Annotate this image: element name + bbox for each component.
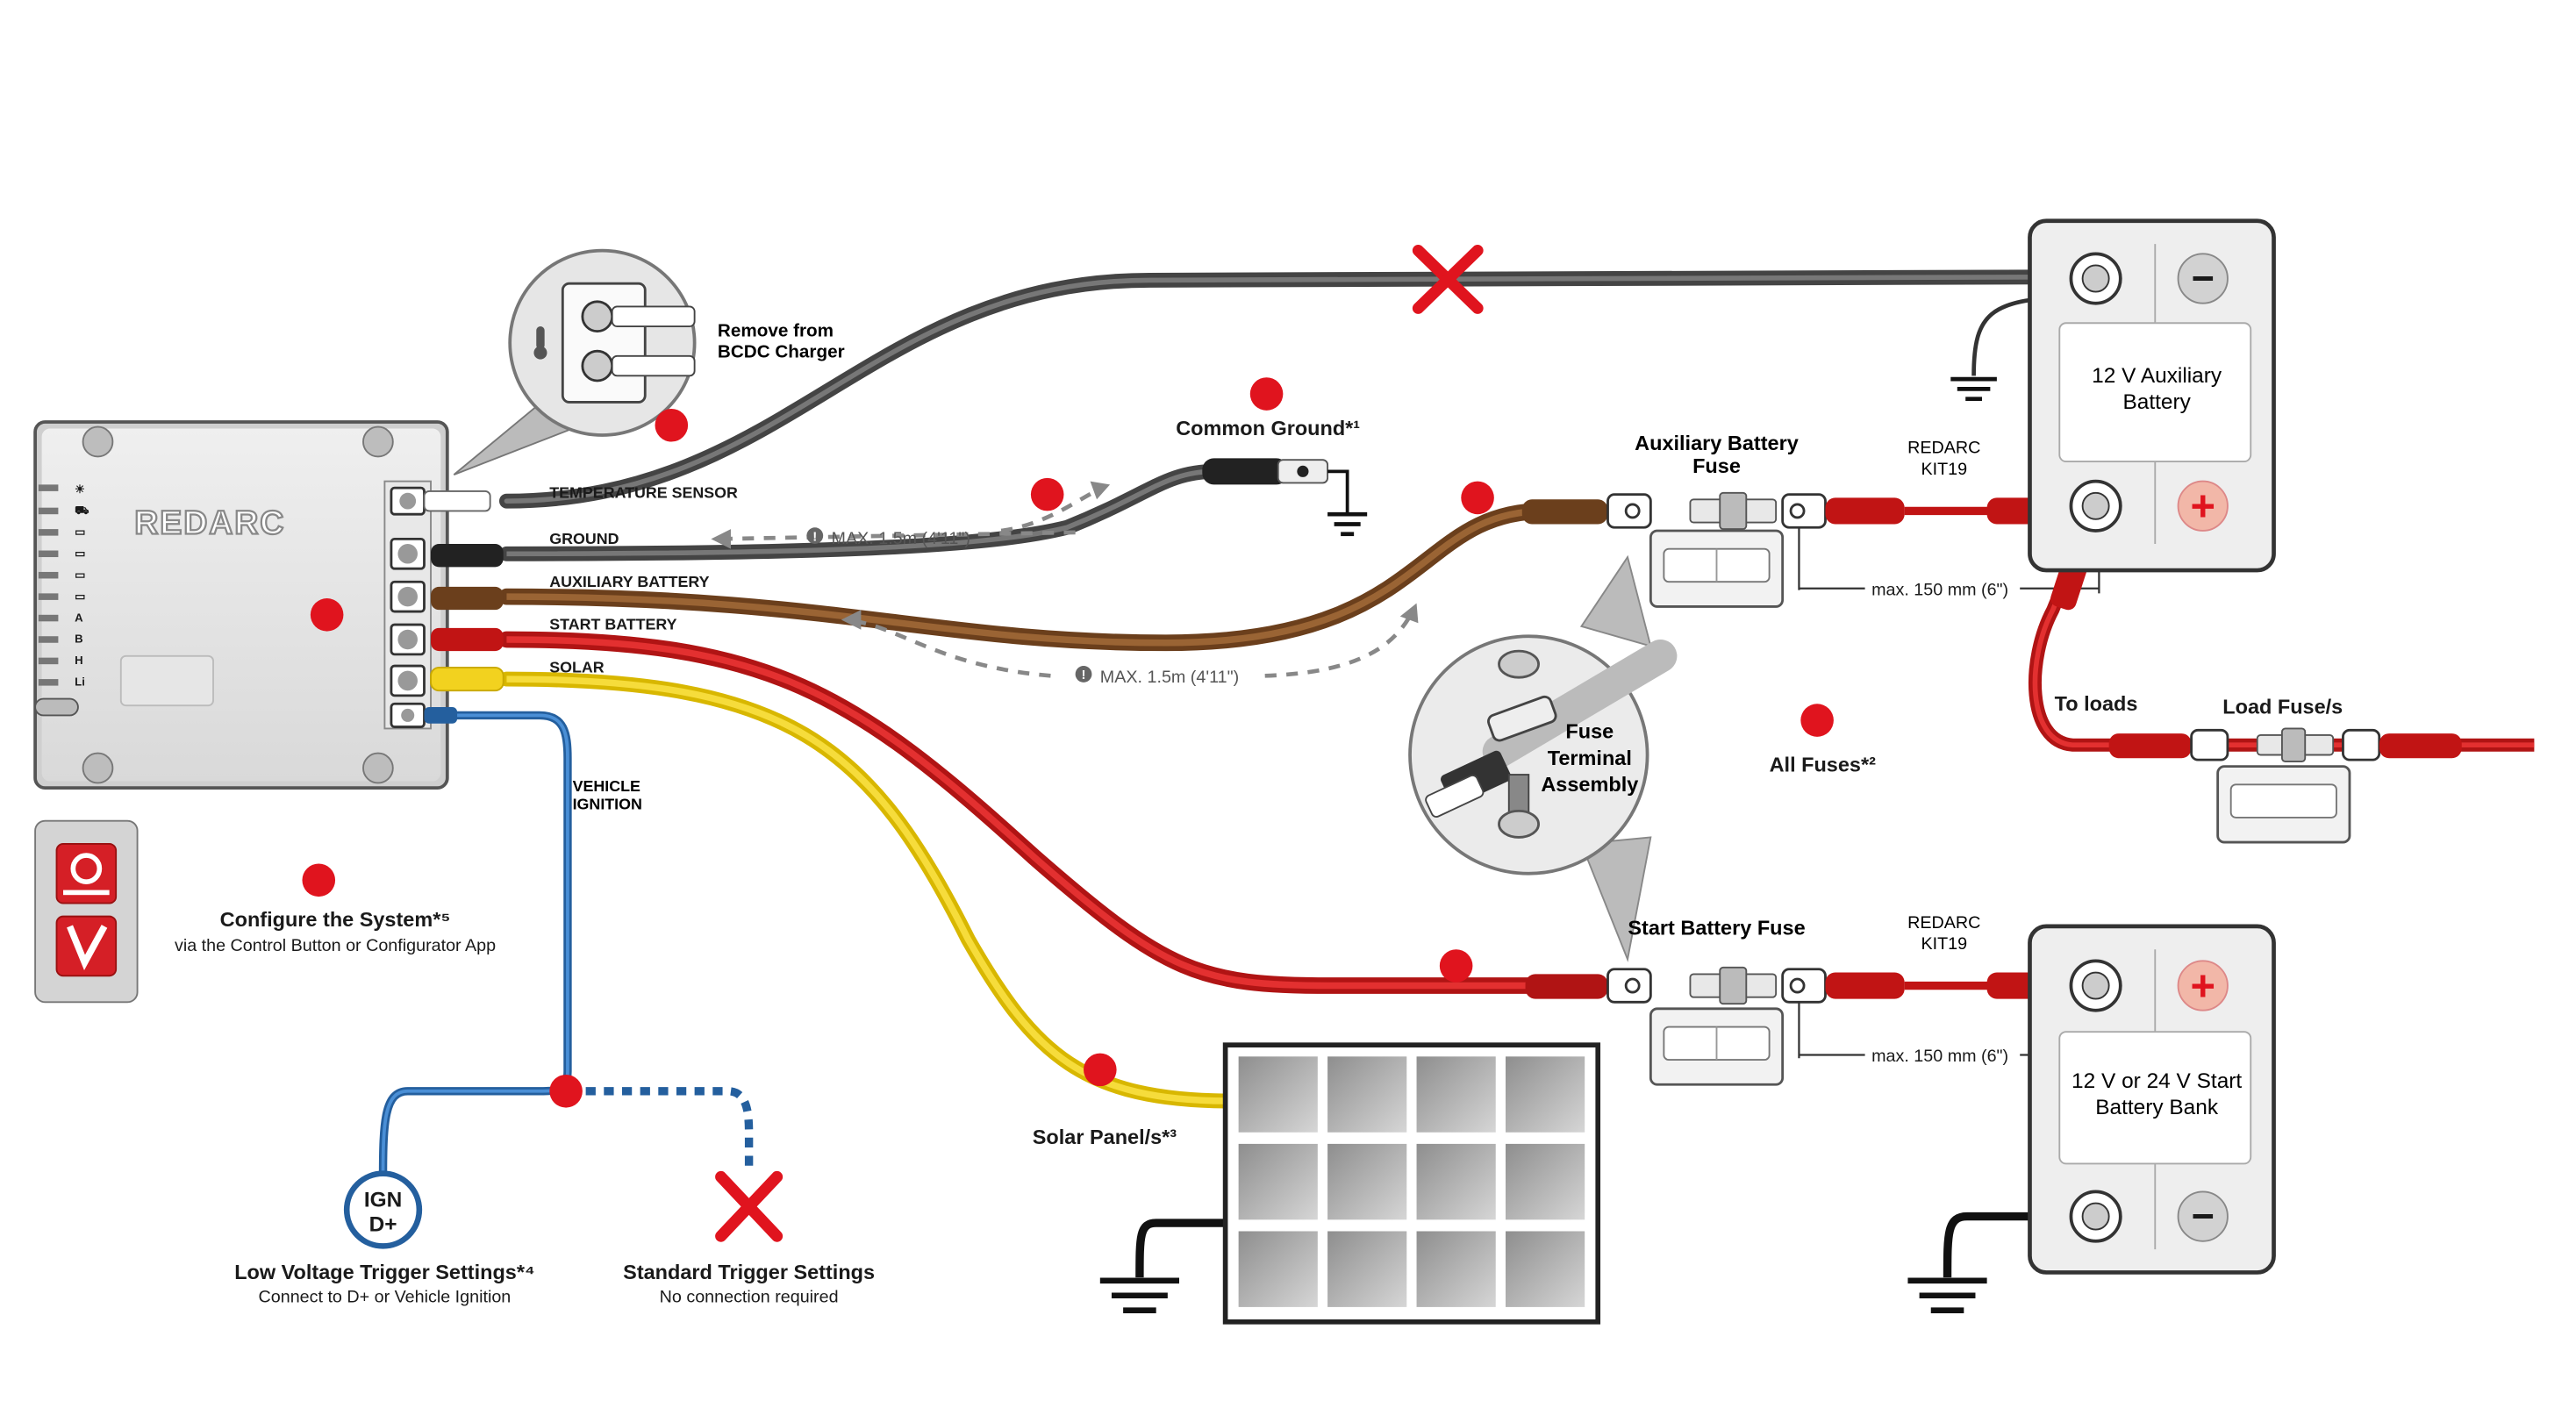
- start-battery: + −: [2028, 924, 2276, 1275]
- aux-fuse-circuit: [1606, 491, 2073, 531]
- fuse-assembly-callout: [1408, 554, 1678, 962]
- max-150-bottom: max. 150 mm (6"): [1871, 1047, 2008, 1066]
- low-voltage-title: Low Voltage Trigger Settings*⁴: [234, 1261, 534, 1283]
- solar-wire: [498, 671, 1240, 1109]
- wire-label-solar: SOLAR: [549, 659, 605, 676]
- aux-positive-terminal: [2177, 480, 2229, 532]
- aux-fuse-label: Auxiliary Battery Fuse: [1635, 432, 1799, 478]
- marker-dot[interactable]: [310, 598, 344, 632]
- aux-fuse-holder: [1649, 529, 1785, 608]
- start-positive-terminal: [2177, 960, 2229, 1011]
- start-fuse-label: Start Battery Fuse: [1628, 916, 1806, 940]
- led-label: ⛟: [75, 504, 89, 517]
- led-label: ☀: [75, 482, 85, 496]
- svg-text:+: +: [2190, 962, 2215, 1010]
- aux-negative-terminal: [2177, 253, 2229, 304]
- start-negative-terminal: [2177, 1190, 2229, 1242]
- marker-dot[interactable]: [655, 408, 689, 442]
- svg-text:MAX. 1.5m (4'11"): MAX. 1.5m (4'11"): [832, 529, 970, 548]
- led-label: Li: [75, 675, 85, 689]
- led-label: H: [75, 654, 83, 667]
- wire-label-start: START BATTERY: [549, 616, 676, 633]
- svg-text:D+: D+: [369, 1212, 397, 1236]
- wire-label-ignition: VEHICLE IGNITION: [572, 777, 642, 815]
- svg-text:−: −: [2192, 256, 2215, 301]
- led-label: B: [75, 633, 83, 646]
- app-panel: [34, 819, 139, 1004]
- low-voltage-subtitle: Connect to D+ or Vehicle Ignition: [259, 1287, 512, 1306]
- start-fuse-holder: [1649, 1007, 1785, 1086]
- svg-text:!: !: [812, 529, 817, 544]
- aux-battery: − +: [2028, 218, 2276, 573]
- marker-dot[interactable]: [302, 863, 336, 897]
- to-loads-label: To loads: [2055, 692, 2138, 715]
- standard-title: Standard Trigger Settings: [623, 1261, 875, 1283]
- common-ground-label: Common Ground*¹: [1176, 417, 1360, 440]
- control-button[interactable]: [34, 697, 79, 717]
- wire-label-temperature: TEMPERATURE SENSOR: [549, 483, 738, 501]
- temperature-icon: [536, 326, 545, 350]
- all-fuses-label: All Fuses*²: [1770, 753, 1876, 776]
- marker-dot[interactable]: [549, 1074, 583, 1108]
- cross-icon: [715, 1170, 784, 1242]
- load-fuse-circuit: [2108, 727, 2462, 844]
- aux-battery-label: 12 V Auxiliary Battery: [2092, 362, 2222, 414]
- marker-dot[interactable]: [1084, 1053, 1117, 1087]
- bcdc-charger: REDARC ☀ ⛟ ▭ ▭ ▭ ▭ A B H Li: [33, 420, 504, 790]
- start-battery-label: 12 V or 24 V Start Battery Bank: [2072, 1068, 2243, 1119]
- marker-dot[interactable]: [1030, 477, 1064, 511]
- charger-brand: REDARC: [134, 504, 285, 541]
- svg-text:IGN: IGN: [364, 1188, 402, 1212]
- cross-icon: [1412, 245, 1484, 314]
- max-150-top: max. 150 mm (6"): [1871, 580, 2008, 599]
- kit-label-bottom: REDARC KIT19: [1907, 912, 1981, 954]
- charger-led-strip: ☀ ⛟ ▭ ▭ ▭ ▭ A B H Li: [38, 482, 89, 689]
- svg-text:−: −: [2192, 1194, 2215, 1239]
- ign-terminal: IGN D+: [343, 1170, 423, 1249]
- max-length-note-bottom: ! MAX. 1.5m (4'11"): [1075, 666, 1239, 687]
- redarc-v-app-icon[interactable]: [55, 915, 118, 977]
- configure-title: Configure the System*⁵: [220, 908, 451, 931]
- marker-dot[interactable]: [1249, 377, 1284, 411]
- standard-subtitle: No connection required: [660, 1287, 839, 1306]
- fuse-assembly-label: Fuse Terminal Assembly: [1541, 720, 1639, 797]
- led-label: ▭: [75, 568, 85, 581]
- svg-text:!: !: [1082, 668, 1086, 683]
- svg-text:+: +: [2190, 483, 2215, 531]
- marker-dot[interactable]: [1439, 949, 1473, 983]
- solar-panel: [1222, 1042, 1601, 1325]
- redarc-gear-app-icon[interactable]: [55, 843, 118, 904]
- ground-symbol-icon: [1327, 511, 1368, 537]
- remove-callout: [453, 248, 697, 475]
- led-label: ▭: [75, 525, 85, 539]
- ground-symbol-icon: [1099, 1219, 1233, 1313]
- kit-label-top: REDARC KIT19: [1907, 438, 1981, 480]
- led-label: ▭: [75, 590, 85, 603]
- svg-text:MAX. 1.5m (4'11"): MAX. 1.5m (4'11"): [1100, 668, 1239, 687]
- wire-label-ground: GROUND: [549, 530, 619, 547]
- remove-label: Remove from BCDC Charger: [717, 321, 845, 363]
- marker-dot[interactable]: [1461, 481, 1494, 515]
- led-label: A: [75, 611, 83, 624]
- wire-label-aux: AUXILIARY BATTERY: [549, 573, 709, 590]
- load-fuse-label: Load Fuse/s: [2222, 696, 2343, 718]
- max-length-note-top: ! MAX. 1.5m (4'11"): [806, 527, 970, 548]
- ground-symbol-icon: [1907, 1212, 2073, 1313]
- led-label: ▭: [75, 547, 85, 560]
- solar-panel-label: Solar Panel/s*³: [1033, 1126, 1177, 1148]
- configure-subtitle: via the Control Button or Configurator A…: [175, 936, 496, 955]
- marker-dot[interactable]: [1800, 704, 1834, 737]
